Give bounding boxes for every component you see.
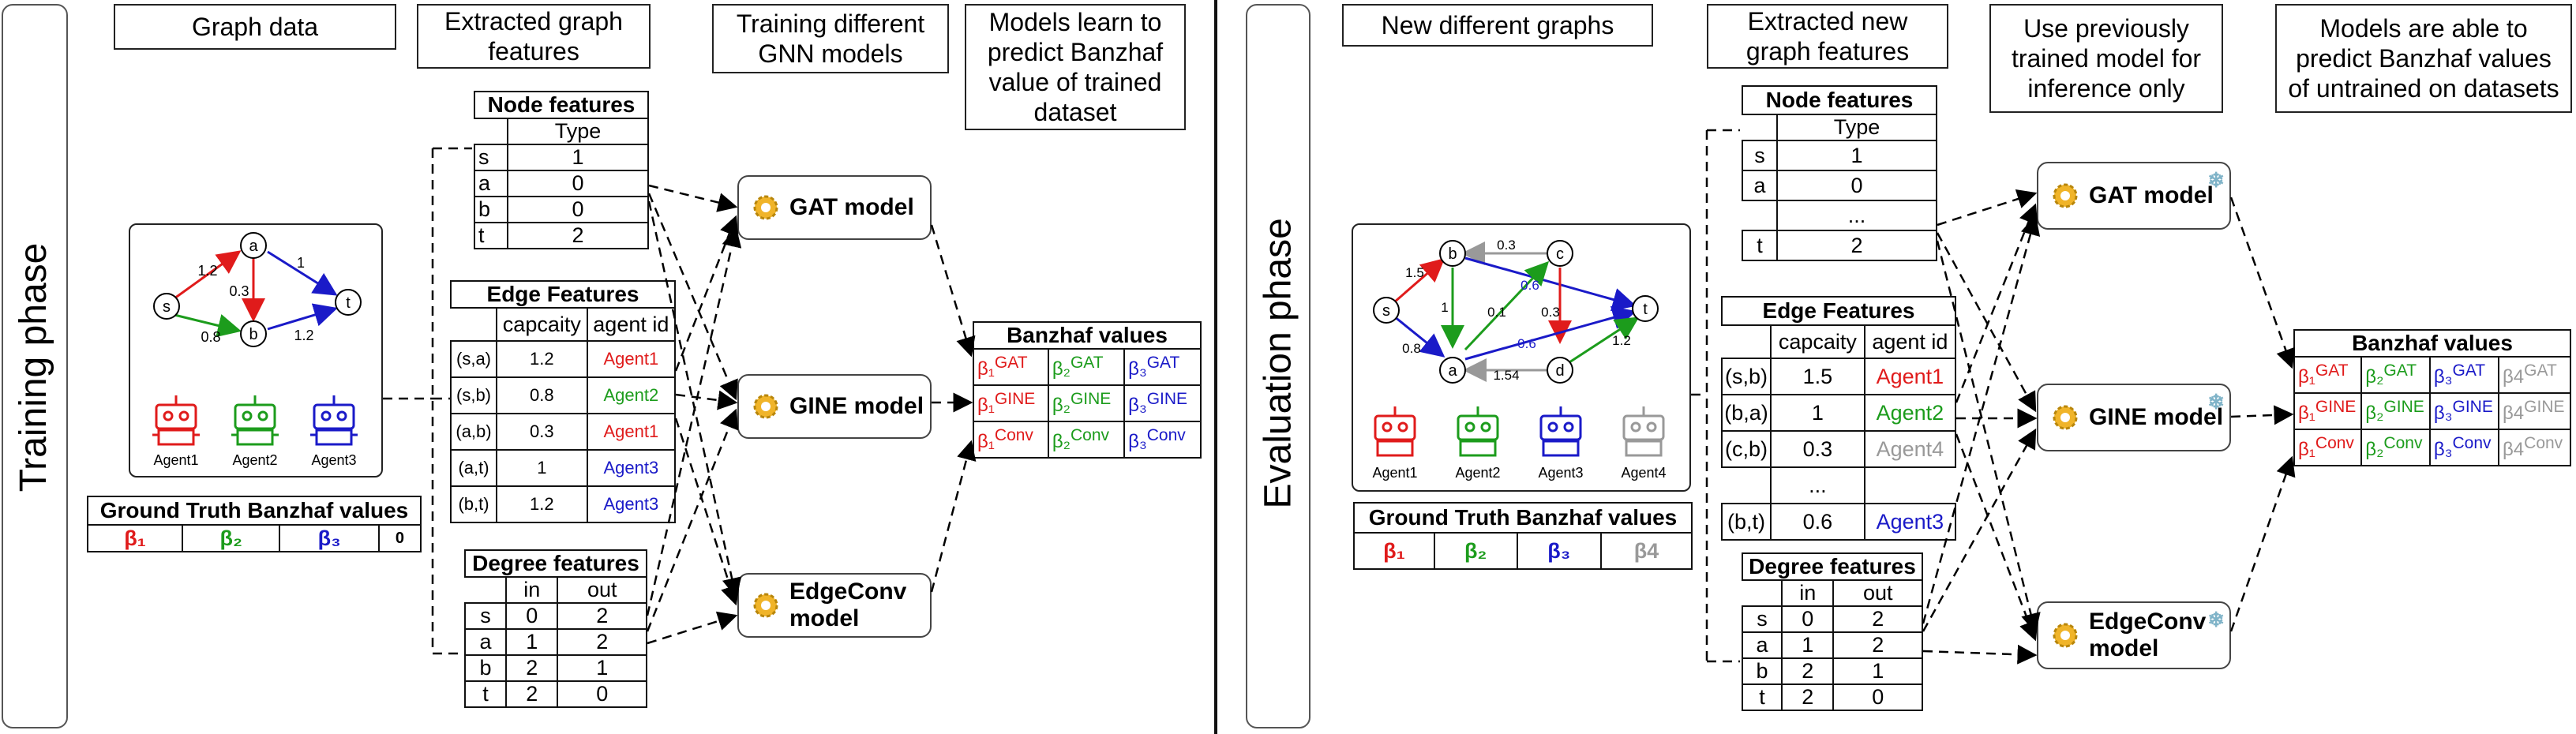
svg-text:0.6: 0.6: [1520, 278, 1539, 293]
svg-text:b: b: [1448, 245, 1457, 263]
agent-label-1: Agent1: [153, 452, 198, 468]
graph-node-s: s: [163, 298, 171, 316]
header-use-model: Use previously trained model for inferen…: [1989, 4, 2223, 113]
svg-text:0.6: 0.6: [1517, 336, 1536, 351]
snowflake-icon: ❄: [2207, 390, 2225, 414]
training-edgeconv-model: EdgeConv model: [737, 573, 932, 638]
graph-node-a: a: [249, 238, 258, 255]
evaluation-ground-truth-table: Ground Truth Banzhaf values β₁ β₂ β₃ β4: [1353, 502, 1693, 570]
evaluation-gat-model: GAT model ❄: [2037, 162, 2231, 230]
evaluation-gine-model: GINE model ❄: [2037, 384, 2231, 451]
robot-icon-agent2: [1457, 406, 1499, 457]
robot-icon-agent2: [231, 395, 279, 446]
svg-text:0.8: 0.8: [201, 329, 220, 345]
snowflake-icon: ❄: [2207, 168, 2225, 192]
svg-text:1.5: 1.5: [1405, 265, 1424, 280]
robot-icon-agent1: [152, 395, 200, 446]
training-graph: s a t b 1.2 1 0.3 0.8 1.2 Agent1 Agent2 …: [152, 232, 362, 468]
header-graph-data: Graph data: [114, 4, 396, 50]
svg-text:0.1: 0.1: [1487, 305, 1506, 320]
svg-text:1: 1: [1441, 300, 1448, 315]
robot-icon-agent4: [1622, 406, 1665, 457]
svg-text:1: 1: [297, 255, 305, 271]
header-training-models: Training different GNN models: [712, 4, 949, 73]
svg-text:1.54: 1.54: [1493, 368, 1519, 383]
evaluation-edgeconv-model: EdgeConv model ❄: [2037, 601, 2231, 669]
graph-node-b: b: [249, 326, 257, 343]
training-phase-box: [2, 4, 68, 728]
graph-node-t: t: [346, 294, 351, 312]
agent-label-2: Agent2: [232, 452, 277, 468]
svg-text:1.2: 1.2: [1612, 333, 1631, 348]
svg-text:c: c: [1556, 245, 1564, 263]
robot-icon-agent3: [1539, 406, 1582, 457]
svg-text:0.3: 0.3: [1497, 238, 1516, 253]
evaluation-graph: s b c t a d 1.5 0.3 0.6 1 0.1 0.3 0.8 0.…: [1372, 238, 1666, 481]
header-extracted-features: Extracted graph features: [417, 4, 651, 69]
training-graph-panel: [129, 223, 383, 477]
svg-text:1.2: 1.2: [294, 328, 313, 343]
training-ground-truth-table: Ground Truth Banzhaf values β₁ β₂ β₃ 0: [86, 496, 422, 552]
gear-icon: [2053, 183, 2078, 208]
evaluation-phase-box: [1246, 4, 1310, 728]
header-models-learn: Models learn to predict Banzhaf value of…: [965, 4, 1186, 130]
svg-text:0.3: 0.3: [229, 283, 249, 299]
training-gat-model: GAT model: [737, 175, 932, 240]
svg-text:t: t: [1643, 301, 1648, 318]
header-extracted-new-features: Extracted new graph features: [1707, 4, 1948, 69]
svg-text:Agent1: Agent1: [1372, 465, 1417, 481]
phase-divider: [1214, 0, 1217, 734]
robot-icon-agent3: [310, 395, 358, 446]
svg-text:Agent4: Agent4: [1621, 465, 1666, 481]
gear-icon: [2053, 405, 2078, 430]
svg-text:Agent2: Agent2: [1455, 465, 1500, 481]
svg-text:a: a: [1448, 362, 1457, 380]
header-predict: Models are able to predict Banzhaf value…: [2275, 4, 2572, 113]
gear-icon: [753, 593, 778, 618]
gear-icon: [753, 195, 778, 220]
evaluation-banzhaf-table: Banzhaf values β₁GAT β₂GAT β₃GAT β4GAT β…: [2293, 329, 2571, 466]
header-new-graphs: New different graphs: [1342, 4, 1653, 47]
svg-text:1.2: 1.2: [197, 263, 217, 279]
svg-text:s: s: [1382, 302, 1390, 320]
ground-truth-title: Ground Truth Banzhaf values: [87, 496, 422, 526]
training-banzhaf-table: Banzhaf values β₁GAT β₂GAT β₃GAT β₁GINE …: [973, 321, 1202, 459]
svg-text:Agent3: Agent3: [1538, 465, 1583, 481]
svg-text:0.8: 0.8: [1402, 341, 1421, 356]
gear-icon: [753, 394, 778, 419]
robot-icon-agent1: [1374, 406, 1416, 457]
agent-label-3: Agent3: [311, 452, 356, 468]
svg-text:d: d: [1555, 362, 1564, 380]
snowflake-icon: ❄: [2207, 608, 2225, 631]
gear-icon: [2053, 623, 2078, 648]
svg-text:0.3: 0.3: [1541, 305, 1560, 320]
evaluation-graph-panel: [1352, 223, 1691, 492]
training-gine-model: GINE model: [737, 374, 932, 439]
